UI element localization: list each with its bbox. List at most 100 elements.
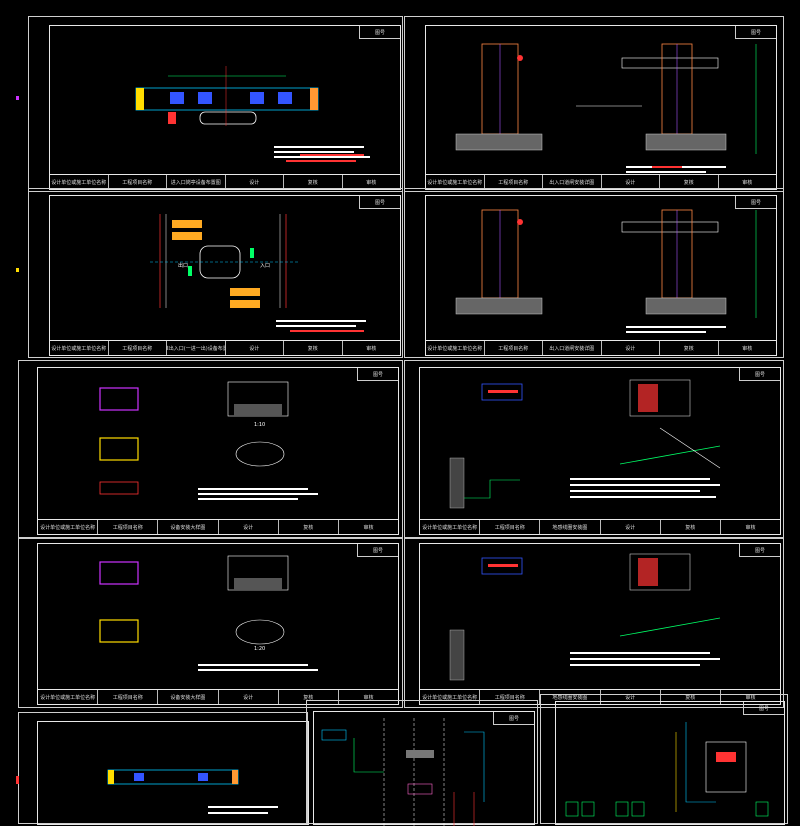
drawing-number-box: 图号	[739, 368, 780, 381]
tb-cell: 复核	[661, 520, 721, 534]
tb-cell: 设计	[602, 175, 660, 189]
tb-cell: 审核	[742, 179, 753, 186]
drawing-number-box: 图号	[357, 544, 398, 557]
tb-cell: 设计	[601, 520, 661, 534]
tb-cell: 复核	[660, 175, 719, 189]
sheet-frame: 1:20 图号 设计单位或施工单位名称 工程项目名称 设备安装大样图 设计 复核…	[37, 543, 399, 705]
drawing-sheet-9[interactable]	[18, 712, 309, 825]
drawing-number-box: 图号	[359, 196, 400, 209]
sheet-frame: 图号 设计单位或施工单位名称 工程项目名称 地感线圈安装图 设计 复核 审核	[419, 367, 781, 535]
tb-cell: 出入口道闸安装详图	[543, 341, 602, 355]
edge-marker	[16, 268, 19, 272]
tb-cell: 工程项目名称	[480, 520, 541, 534]
drawing-sheet-7[interactable]: 1:20 图号 设计单位或施工单位名称 工程项目名称 设备安装大样图 设计 复核…	[18, 538, 403, 708]
tb-cell: 工程项目名称	[109, 175, 167, 189]
drawing-sheet-2[interactable]: 图号 设计单位或施工单位名称 工程项目名称 出入口道闸安装详图 设计 复核 审核	[404, 16, 784, 192]
sheet-frame	[37, 721, 309, 825]
drawing-sheet-3[interactable]: 入口 出口 图号 设计单位或施工单位名称 工程项目名称 标准出入口(一进一出)设…	[28, 188, 403, 358]
drawing-number-box: 图号	[735, 196, 776, 209]
tb-cell: 审核	[363, 694, 374, 701]
scale-label: 1:20	[254, 646, 266, 652]
exit-label: 出口	[178, 263, 189, 269]
tb-cell: 复核	[660, 341, 719, 355]
booth-layout-plan	[135, 66, 370, 162]
sheet-frame: 图号 设计单位或施工单位名称 工程项目名称 进入口岗亭设备布置图 设计 复核 审…	[49, 25, 401, 190]
tb-cell: 出入口道闸安装详图	[543, 175, 602, 189]
tb-cell: 设计	[219, 690, 279, 704]
title-block: 设计单位或施工单位名称 工程项目名称 标准出入口(一进一出)设备布置图 设计 复…	[50, 340, 400, 355]
drawing-sheet-5[interactable]: 1:10 图号 设计单位或施工单位名称 工程项目名称 设备安装大样图 设计 复核…	[18, 360, 403, 538]
drawing-number-box: 图号	[743, 702, 784, 715]
scale-label: 1:10	[254, 422, 266, 428]
sheet-frame: 图号 设计单位或施工单位名称 工程项目名称 出入口道闸安装详图 设计 复核 审核	[425, 25, 777, 190]
tb-cell: 审核	[745, 524, 756, 531]
tb-cell: 工程项目名称	[98, 520, 159, 534]
title-block: 设计单位或施工单位名称 工程项目名称 地感线圈安装图 设计 复核 审核	[420, 689, 780, 704]
tb-cell: 设计单位或施工单位名称	[420, 690, 481, 704]
drawing-sheet-10[interactable]: 图号	[306, 700, 538, 826]
drawing-number-box: 图号	[735, 26, 776, 39]
tb-cell: 设计	[601, 690, 661, 704]
edge-marker	[16, 776, 19, 784]
barrier-install-detail	[455, 209, 757, 333]
sheet-frame: 图号 设计单位或施工单位名称 工程项目名称 出入口道闸安装详图 设计 复核 审核	[425, 195, 777, 356]
title-block: 设计单位或施工单位名称 工程项目名称 设备安装大样图 设计 复核 审核	[38, 519, 398, 534]
tb-cell: 复核	[279, 690, 339, 704]
tb-cell: 审核	[366, 179, 377, 186]
tb-cell: 审核	[366, 345, 377, 352]
tb-cell: 工程项目名称	[485, 175, 543, 189]
tb-cell: 设计	[226, 175, 284, 189]
control-wiring-diagram	[565, 722, 769, 817]
tb-cell: 设计	[226, 341, 284, 355]
loop-detector-detail	[449, 379, 721, 509]
drawing-sheet-1[interactable]: 图号 设计单位或施工单位名称 工程项目名称 进入口岗亭设备布置图 设计 复核 审…	[28, 16, 403, 192]
tb-cell: 设计单位或施工单位名称	[38, 690, 99, 704]
drawing-number-box: 图号	[359, 26, 400, 39]
tb-cell: 复核	[661, 690, 721, 704]
tb-cell: 地感线圈安装图	[540, 520, 601, 534]
loop-detector-detail	[449, 553, 721, 681]
drawing-sheet-6[interactable]: 图号 设计单位或施工单位名称 工程项目名称 地感线圈安装图 设计 复核 审核	[404, 360, 784, 538]
drawing-number-box: 图号	[357, 368, 398, 381]
sheet-frame: 图号	[313, 711, 535, 826]
tb-cell: 设计单位或施工单位名称	[420, 520, 481, 534]
edge-marker	[16, 96, 19, 100]
drawing-number-box: 图号	[493, 712, 534, 725]
wiring-diagram	[321, 718, 485, 826]
tb-cell: 标准出入口(一进一出)设备布置图	[167, 341, 226, 355]
tb-cell: 设计单位或施工单位名称	[50, 341, 109, 355]
tb-cell: 设计单位或施工单位名称	[426, 341, 485, 355]
tb-cell: 审核	[742, 345, 753, 352]
tb-cell: 审核	[363, 524, 374, 531]
entry-label: 入口	[260, 263, 271, 269]
tb-cell: 设计单位或施工单位名称	[38, 520, 99, 534]
tb-cell: 审核	[745, 694, 756, 701]
title-block: 设计单位或施工单位名称 工程项目名称 出入口道闸安装详图 设计 复核 审核	[426, 174, 776, 189]
equipment-detail	[99, 381, 318, 500]
drawing-number-box: 图号	[739, 544, 780, 557]
tb-cell: 复核	[284, 341, 343, 355]
tb-cell: 复核	[279, 520, 339, 534]
title-block: 设计单位或施工单位名称 工程项目名称 设备安装大样图 设计 复核 审核	[38, 689, 398, 704]
tb-cell: 设备安装大样图	[158, 520, 219, 534]
drawing-sheet-8[interactable]: 图号 设计单位或施工单位名称 工程项目名称 地感线圈安装图 设计 复核 审核	[404, 538, 784, 708]
tb-cell: 复核	[284, 175, 343, 189]
tb-cell: 设计单位或施工单位名称	[50, 175, 109, 189]
tb-cell: 工程项目名称	[485, 341, 543, 355]
tb-cell: 设备安装大样图	[158, 690, 219, 704]
sheet-frame: 入口 出口 图号 设计单位或施工单位名称 工程项目名称 标准出入口(一进一出)设…	[49, 195, 401, 356]
title-block: 设计单位或施工单位名称 工程项目名称 进入口岗亭设备布置图 设计 复核 审核	[50, 174, 400, 189]
tb-cell: 工程项目名称	[480, 690, 541, 704]
entry-exit-layout-plan	[150, 214, 366, 332]
drawing-sheet-11[interactable]: 图号	[540, 694, 788, 825]
sheet-frame: 1:10 图号 设计单位或施工单位名称 工程项目名称 设备安装大样图 设计 复核…	[37, 367, 399, 535]
booth-layout-plan	[107, 769, 278, 814]
drawing-sheet-4[interactable]: 图号 设计单位或施工单位名称 工程项目名称 出入口道闸安装详图 设计 复核 审核	[404, 188, 784, 358]
tb-cell: 设计单位或施工单位名称	[426, 175, 485, 189]
barrier-install-detail	[455, 43, 757, 173]
tb-cell: 进入口岗亭设备布置图	[167, 175, 226, 189]
title-block: 设计单位或施工单位名称 工程项目名称 出入口道闸安装详图 设计 复核 审核	[426, 340, 776, 355]
tb-cell: 设计	[219, 520, 279, 534]
sheet-frame: 图号 设计单位或施工单位名称 工程项目名称 地感线圈安装图 设计 复核 审核	[419, 543, 781, 705]
title-block: 设计单位或施工单位名称 工程项目名称 地感线圈安装图 设计 复核 审核	[420, 519, 780, 534]
